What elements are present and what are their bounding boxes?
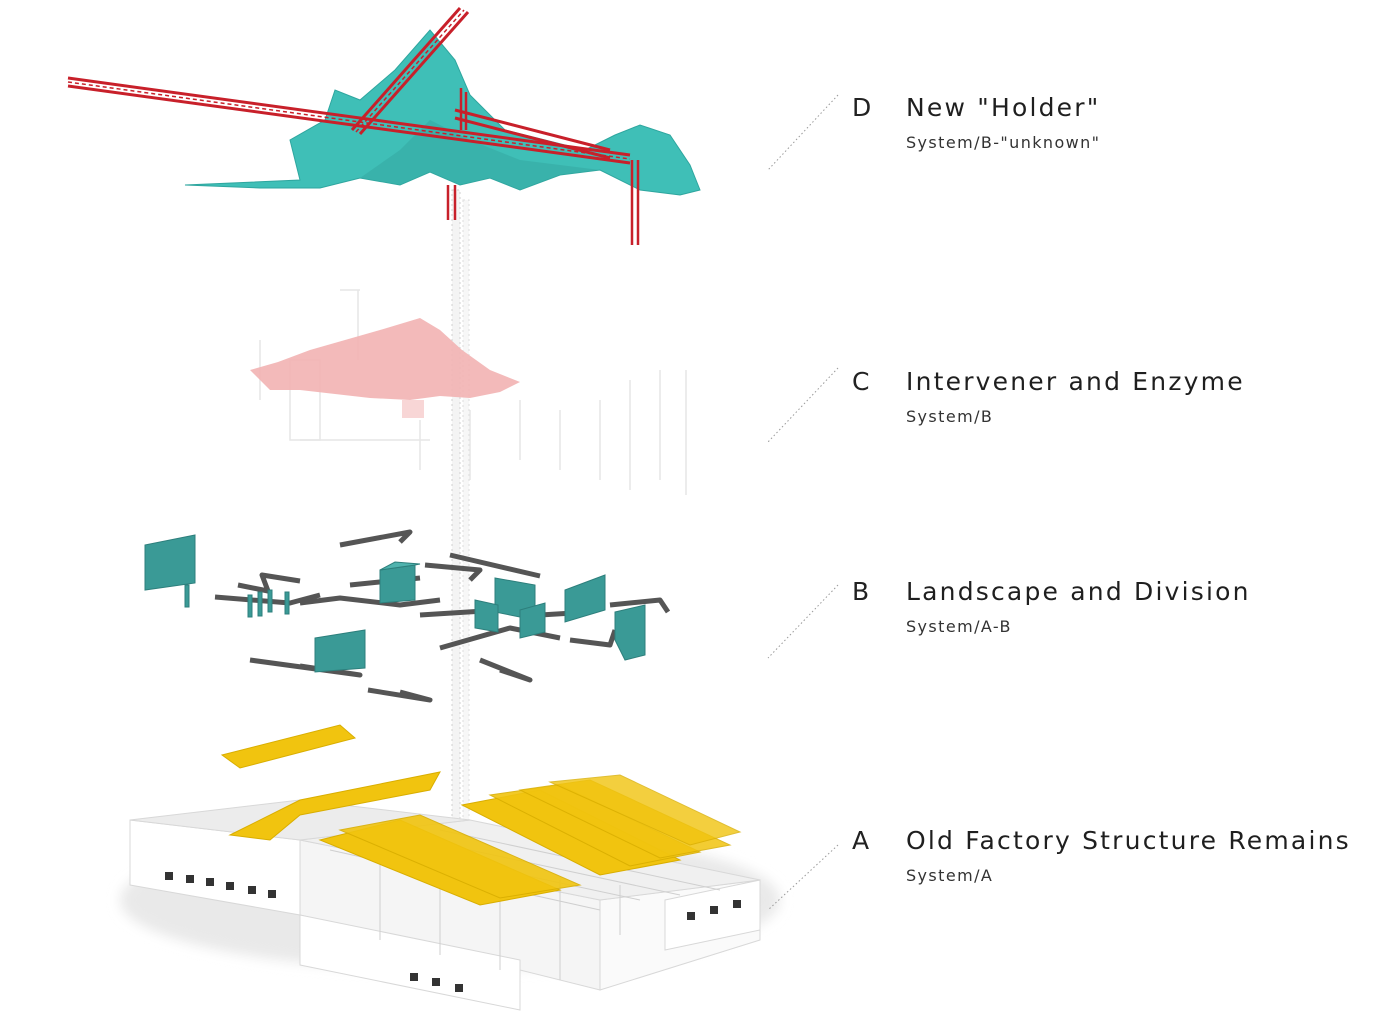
layer-d-title: New "Holder" [906, 93, 1101, 122]
panel [564, 574, 606, 623]
panel [144, 534, 196, 591]
layer-a-title: Old Factory Structure Remains [906, 826, 1351, 855]
red-trusses [67, 7, 640, 245]
central-column [451, 189, 470, 911]
layer-b-title: Landscape and Division [906, 577, 1251, 606]
panel [474, 599, 499, 633]
layer-b-landscape-graphic [144, 529, 671, 703]
layer-d-holder-graphic [67, 7, 701, 245]
layer-c-letter: C [852, 367, 872, 396]
panel [379, 564, 416, 604]
roof-panel [338, 814, 582, 899]
roof-panel [220, 724, 357, 769]
pink-surface [250, 318, 520, 400]
layer-a-letter: A [852, 826, 872, 855]
panel [519, 602, 546, 639]
layer-d-subtitle: System/B-"unknown" [906, 133, 1101, 152]
landscape-panels [144, 534, 646, 673]
leader-lines [767, 94, 839, 911]
roof-panel [548, 774, 742, 846]
canopy-shade [360, 120, 600, 190]
layer-c-intervener-graphic [250, 289, 687, 495]
layer-c-title: Intervener and Enzyme [906, 367, 1245, 396]
layer-c-subtitle: System/B [906, 407, 994, 426]
yellow-roof-panels [220, 724, 742, 906]
panel [314, 629, 366, 673]
layer-a-subtitle: System/A [906, 866, 994, 885]
landscape-frames [214, 529, 671, 703]
factory-windows [165, 872, 741, 992]
roof-panel [228, 771, 441, 841]
layer-b-letter: B [852, 577, 872, 606]
layer-a-factory-graphic [120, 724, 780, 1011]
panel [614, 604, 646, 661]
layer-d-letter: D [852, 93, 874, 122]
layer-b-subtitle: System/A-B [906, 617, 1012, 636]
